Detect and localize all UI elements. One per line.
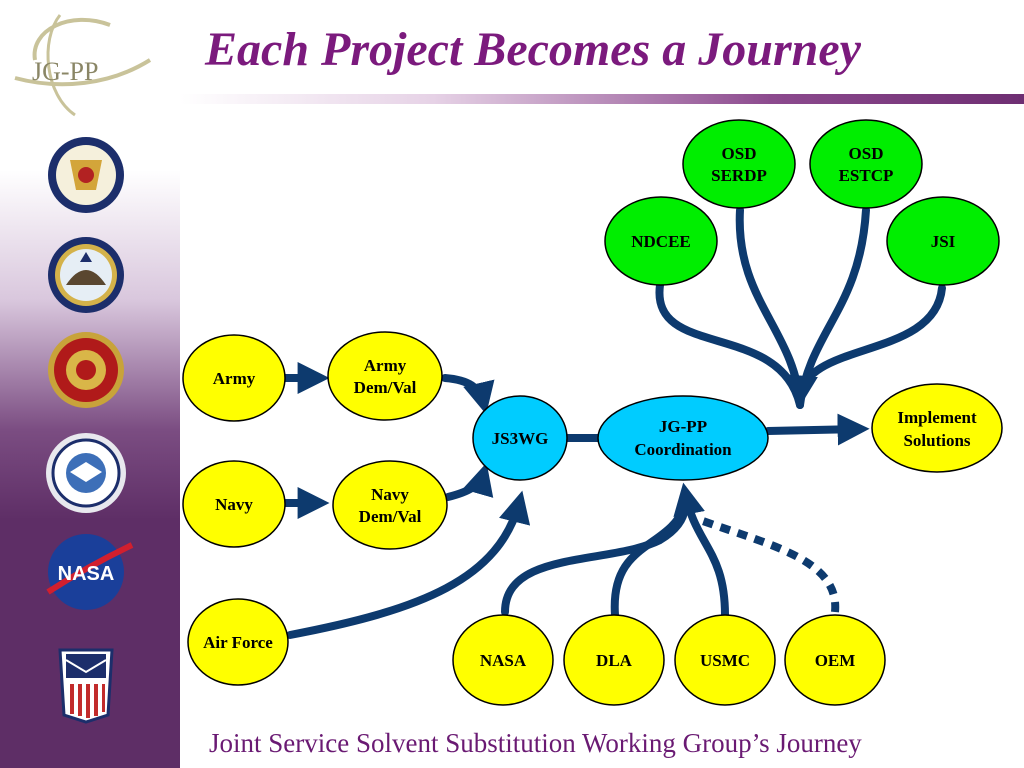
slide-title: Each Project Becomes a Journey	[205, 23, 861, 76]
node-label-osd-serdp-1: OSD	[722, 144, 757, 163]
connector-nasa-to-coordination	[501, 501, 689, 616]
dla-seal-icon	[58, 648, 114, 724]
svg-text:NASA: NASA	[58, 563, 115, 585]
node-army: Army	[182, 334, 286, 422]
navy-seal-icon	[48, 237, 124, 313]
node-label-js3wg: JS3WG	[492, 429, 549, 448]
node-label-navy-demval-1: Navy	[371, 485, 409, 504]
connectors	[281, 206, 946, 639]
node-osd-serdp: OSD SERDP	[682, 119, 796, 209]
connector-oem-to-coordination	[698, 516, 840, 613]
node-label-nasa: NASA	[480, 651, 527, 670]
node-navy: Navy	[182, 460, 286, 548]
node-label-navy: Navy	[215, 495, 253, 514]
node-label-ndcee: NDCEE	[631, 232, 691, 251]
air-force-seal-icon	[46, 433, 126, 513]
node-label-jsi: JSI	[931, 232, 956, 251]
connector-dla-to-coordination	[610, 501, 689, 619]
nasa-logo-icon: NASA	[46, 534, 134, 610]
arrow-airforce-to-js3wg	[286, 490, 531, 639]
node-usmc: USMC	[674, 614, 776, 706]
node-label-usmc: USMC	[700, 651, 750, 670]
node-jsi: JSI	[886, 196, 1000, 286]
node-label-army: Army	[213, 369, 256, 388]
node-air-force: Air Force	[187, 598, 289, 686]
node-label-jgpp-coordination-2: Coordination	[634, 440, 732, 459]
node-label-jgpp-coordination-1: JG-PP	[659, 417, 707, 436]
node-label-oem: OEM	[815, 651, 856, 670]
node-label-air-force: Air Force	[203, 633, 273, 652]
marine-corps-seal-icon	[48, 332, 124, 408]
node-js3wg: JS3WG	[472, 395, 568, 481]
node-label-osd-serdp-2: SERDP	[711, 166, 767, 185]
slide-footer: Joint Service Solvent Substitution Worki…	[209, 728, 862, 758]
node-dla: DLA	[563, 614, 665, 706]
node-label-osd-estcp-1: OSD	[849, 144, 884, 163]
node-oem: OEM	[784, 614, 886, 706]
arrow-coordination-to-implement	[764, 413, 870, 446]
node-label-army-demval-1: Army	[364, 356, 407, 375]
node-label-osd-estcp-2: ESTCP	[839, 166, 894, 185]
node-nasa: NASA	[452, 614, 554, 706]
logo-text: JG-PP	[32, 57, 98, 86]
connector-serdp-to-merge	[735, 206, 804, 409]
jgpp-logo-icon: JG-PP	[14, 14, 152, 117]
title-underline	[180, 94, 1024, 104]
connector-jsi-to-merge	[786, 284, 946, 408]
arrow-navy-demval-to-js3wg	[444, 462, 494, 501]
node-label-implement-1: Implement	[897, 408, 977, 427]
node-label-implement-2: Solutions	[903, 431, 970, 450]
node-label-navy-demval-2: Dem/Val	[359, 507, 422, 526]
node-label-army-demval-2: Dem/Val	[354, 378, 417, 397]
node-army-demval: Army Dem/Val	[327, 331, 443, 421]
arrow-army-demval-to-js3wg	[441, 374, 495, 415]
node-osd-estcp: OSD ESTCP	[809, 119, 923, 209]
node-jgpp-coordination: JG-PP Coordination	[597, 395, 769, 481]
node-implement-solutions: Implement Solutions	[871, 383, 1003, 473]
connector-usmc-to-coordination	[673, 482, 729, 619]
node-label-dla: DLA	[596, 651, 633, 670]
node-navy-demval: Navy Dem/Val	[332, 460, 448, 550]
node-ndcee: NDCEE	[604, 196, 718, 286]
army-seal-icon	[48, 137, 124, 213]
